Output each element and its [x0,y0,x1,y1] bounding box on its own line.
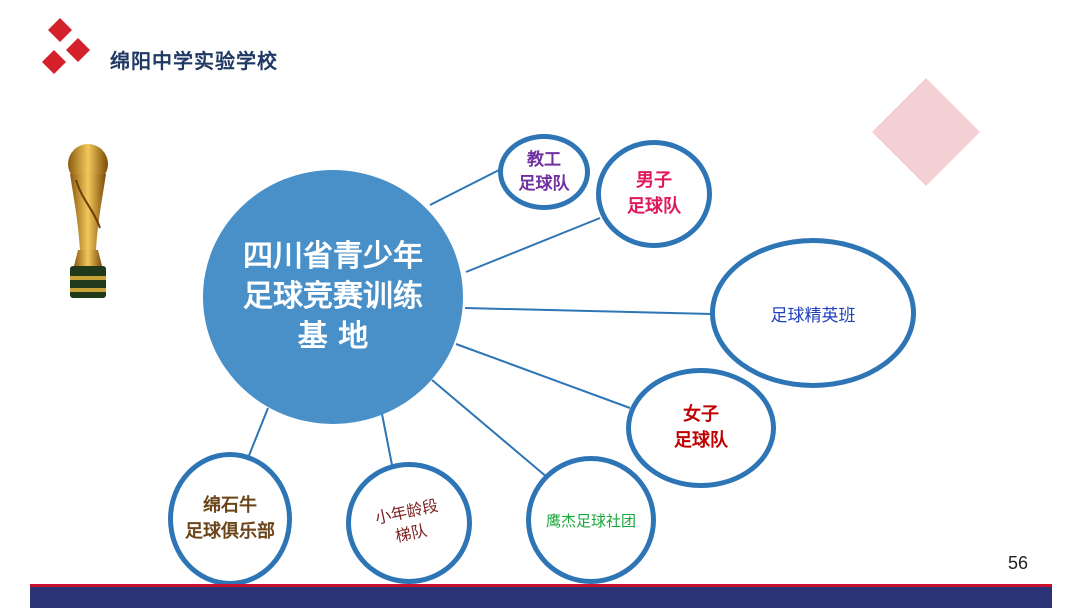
center-line-2: 足球竞赛训练 [243,279,423,314]
connector-eagle [431,379,549,479]
node-eagle-club: 鹰杰足球社团 [526,456,656,584]
node-elite-line-1: 足球精英班 [770,305,856,326]
connector-women [455,343,631,409]
page-number: 56 [1008,553,1029,573]
node-men-team: 男子 足球队 [596,140,712,248]
center-node-base: 四川省青少年 足球竞赛训练 基 地 [203,170,463,424]
node-young-text: 小年龄段 梯队 [373,495,445,551]
node-mianshi-line-1: 绵石牛 [203,495,257,516]
connector-young [381,413,393,466]
node-women-line-1: 女子 [683,404,719,425]
node-women-team: 女子 足球队 [626,368,776,488]
connector-teacher [429,167,504,206]
node-mianshi-club: 绵石牛 足球俱乐部 [168,452,292,586]
school-name: 绵阳中学实验学校 [110,49,278,73]
connector-men [465,217,601,273]
footer-bar [30,584,1052,608]
pink-diamond-icon [872,78,980,186]
red-diamonds-logo-icon [42,18,90,74]
center-line-1: 四川省青少年 [243,239,423,274]
node-mianshi-line-2: 足球俱乐部 [185,521,275,542]
node-men-line-1: 男子 [636,170,672,191]
node-elite-class: 足球精英班 [710,238,916,388]
node-young-squad: 小年龄段 梯队 [346,462,472,584]
center-line-3: 基 地 [297,319,369,354]
node-women-line-2: 足球队 [674,430,728,451]
node-teacher-line-1: 教工 [527,150,561,170]
world-cup-trophy-icon [68,144,108,298]
connector-mianshi [247,407,269,459]
node-teacher-team: 教工 足球队 [498,134,590,210]
node-eagle-line-1: 鹰杰足球社团 [545,511,636,530]
node-men-line-2: 足球队 [627,196,681,217]
node-teacher-line-2: 足球队 [518,174,570,194]
connector-elite [464,307,713,315]
